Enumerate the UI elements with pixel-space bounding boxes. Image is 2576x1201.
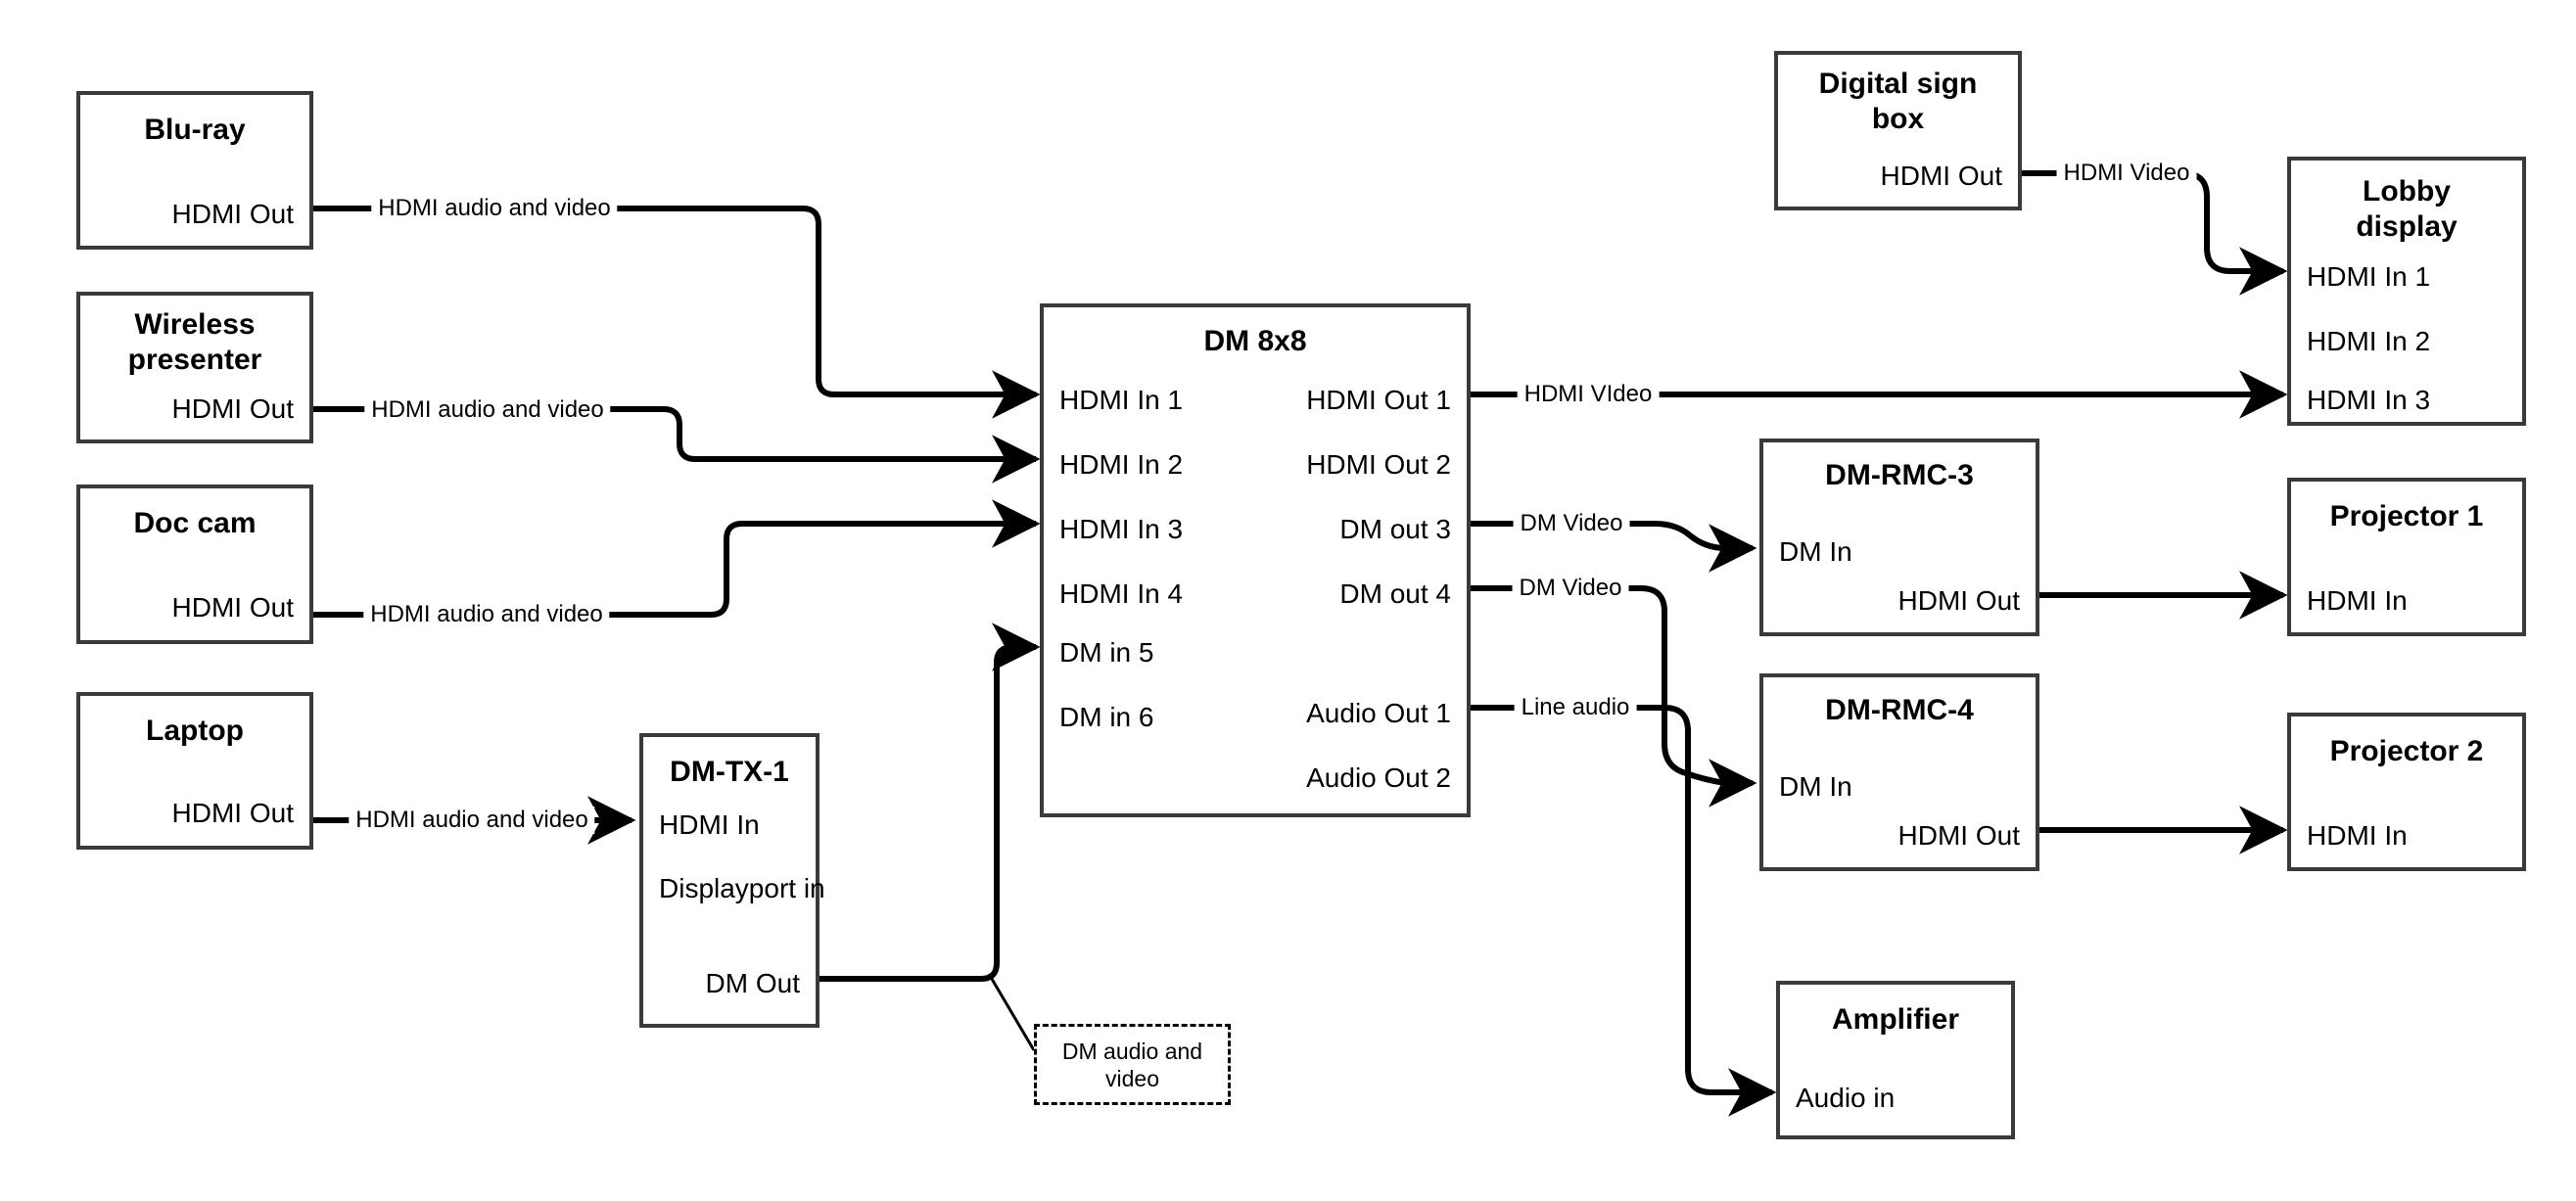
port-dm-8x8-audio-out-1: Audio Out 1: [1306, 698, 1451, 728]
node-amplifier[interactable]: Amplifier Audio in: [1776, 981, 2015, 1139]
port-dm-rmc-4-hdmi-out: HDMI Out: [1897, 820, 2020, 851]
port-dm-8x8-hdmi-in-1: HDMI In 1: [1059, 385, 1184, 415]
edge-dm8x8-to-amplifier: [1471, 705, 1777, 1117]
port-dm-rmc-3-dm-in: DM In: [1779, 536, 1852, 567]
node-bluray-title: Blu-ray: [144, 114, 246, 146]
port-dm-8x8-hdmi-in-4: HDMI In 4: [1059, 578, 1184, 609]
port-lobby-display-hdmi-in-3: HDMI In 3: [2307, 385, 2431, 415]
port-dm-8x8-dm-in-5: DM in 5: [1059, 637, 1154, 668]
edge-dm8x8-to-rmc3: [1471, 521, 1757, 573]
node-dm-rmc-4-title: DM-RMC-4: [1825, 694, 1974, 726]
port-lobby-display-hdmi-in-2: HDMI In 2: [2307, 326, 2431, 356]
node-bluray[interactable]: Blu-ray HDMI Out: [76, 91, 313, 250]
node-wireless-presenter-title-line1: Wireless: [134, 308, 256, 341]
node-projector-1[interactable]: Projector 1 HDMI In: [2287, 478, 2526, 636]
edge-doccam-to-dm8x8: [313, 499, 1041, 618]
node-dm-rmc-3-title: DM-RMC-3: [1825, 459, 1974, 491]
port-dm-rmc-4-dm-in: DM In: [1779, 771, 1852, 802]
node-dm-tx-1[interactable]: DM-TX-1 HDMI In Displayport in DM Out: [639, 733, 825, 1028]
node-wireless-presenter[interactable]: Wireless presenter HDMI Out: [76, 292, 313, 443]
edge-label-dm8x8-hdmi-out-1: HDMI VIdeo: [1517, 381, 1660, 408]
edge-dmtx1-to-dm8x8: [820, 623, 1041, 982]
port-projector-2-hdmi-in: HDMI In: [2307, 820, 2408, 851]
node-doc-cam-title: Doc cam: [133, 507, 257, 539]
node-dm-8x8-title: DM 8x8: [1203, 325, 1307, 357]
callout-line1: DM audio and: [1061, 1038, 1203, 1064]
port-dm-rmc-3-hdmi-out: HDMI Out: [1897, 585, 2020, 616]
port-laptop-hdmi-out: HDMI Out: [171, 798, 294, 828]
node-wireless-presenter-title-line2: presenter: [127, 344, 262, 376]
callout-leader-line: [987, 973, 1036, 1051]
port-dm-tx-1-hdmi-in: HDMI In: [659, 809, 760, 840]
edge-label-doccam: HDMI audio and video: [363, 601, 610, 628]
port-doc-cam-hdmi-out: HDMI Out: [171, 592, 294, 623]
node-lobby-display-title-line1: Lobby: [2363, 175, 2451, 208]
node-projector-2[interactable]: Projector 2 HDMI In: [2287, 713, 2526, 871]
edge-signbox-to-lobby: [2022, 170, 2288, 296]
node-dm-8x8[interactable]: DM 8x8 HDMI In 1 HDMI In 2 HDMI In 3 HDM…: [1040, 303, 1471, 817]
port-bluray-hdmi-out: HDMI Out: [171, 199, 294, 229]
node-doc-cam[interactable]: Doc cam HDMI Out: [76, 485, 313, 644]
edge-label-dm-out-3: DM Video: [1513, 510, 1630, 537]
edge-bluray-to-dm8x8: [313, 206, 1041, 419]
node-lobby-display-title-line2: display: [2356, 210, 2458, 243]
port-dm-8x8-hdmi-in-2: HDMI In 2: [1059, 449, 1184, 480]
port-dm-8x8-hdmi-in-3: HDMI In 3: [1059, 514, 1184, 544]
node-laptop[interactable]: Laptop HDMI Out: [76, 692, 313, 850]
edge-label-laptop: HDMI audio and video: [349, 807, 595, 834]
node-dm-rmc-4[interactable]: DM-RMC-4 DM In HDMI Out: [1759, 673, 2039, 871]
port-digital-sign-box-hdmi-out: HDMI Out: [1880, 161, 2002, 191]
port-dm-8x8-dm-in-6: DM in 6: [1059, 702, 1154, 732]
callout-dm-audio-and-video: DM audio and video: [1034, 1024, 1231, 1105]
edge-label-audio-out-1: Line audio: [1514, 694, 1637, 721]
port-dm-tx-1-displayport-in: Displayport in: [659, 873, 825, 903]
port-wireless-presenter-hdmi-out: HDMI Out: [171, 393, 294, 424]
node-digital-sign-box[interactable]: Digital sign box HDMI Out: [1774, 51, 2022, 210]
callout-line2: video: [1105, 1065, 1159, 1091]
node-digital-sign-box-title-line2: box: [1871, 103, 1925, 135]
port-lobby-display-hdmi-in-1: HDMI In 1: [2307, 261, 2431, 292]
edge-label-bluray: HDMI audio and video: [371, 195, 618, 222]
node-laptop-title: Laptop: [146, 715, 244, 747]
edge-label-wireless: HDMI audio and video: [364, 396, 611, 424]
node-amplifier-title: Amplifier: [1831, 1003, 1960, 1036]
node-digital-sign-box-title-line1: Digital sign: [1818, 68, 1978, 100]
node-projector-1-title: Projector 1: [2329, 500, 2484, 532]
port-dm-8x8-dm-out-3: DM out 3: [1339, 514, 1451, 544]
node-projector-2-title: Projector 2: [2329, 735, 2484, 767]
edge-wireless-to-dm8x8: [313, 406, 1041, 484]
port-projector-1-hdmi-in: HDMI In: [2307, 585, 2408, 616]
edge-label-signbox: HDMI Video: [2056, 160, 2197, 187]
port-dm-8x8-hdmi-out-2: HDMI Out 2: [1306, 449, 1451, 480]
port-dm-8x8-dm-out-4: DM out 4: [1339, 578, 1451, 609]
port-dm-8x8-audio-out-2: Audio Out 2: [1306, 762, 1451, 793]
edge-dm8x8-to-rmc4: [1471, 585, 1757, 808]
node-dm-tx-1-title: DM-TX-1: [670, 756, 789, 788]
port-dm-tx-1-dm-out: DM Out: [705, 968, 800, 998]
port-amplifier-audio-in: Audio in: [1796, 1083, 1896, 1113]
node-lobby-display[interactable]: Lobby display HDMI In 1 HDMI In 2 HDMI I…: [2287, 157, 2526, 426]
port-dm-8x8-hdmi-out-1: HDMI Out 1: [1306, 385, 1451, 415]
node-dm-rmc-3[interactable]: DM-RMC-3 DM In HDMI Out: [1759, 439, 2039, 636]
edge-label-dm-out-4: DM Video: [1512, 575, 1629, 602]
